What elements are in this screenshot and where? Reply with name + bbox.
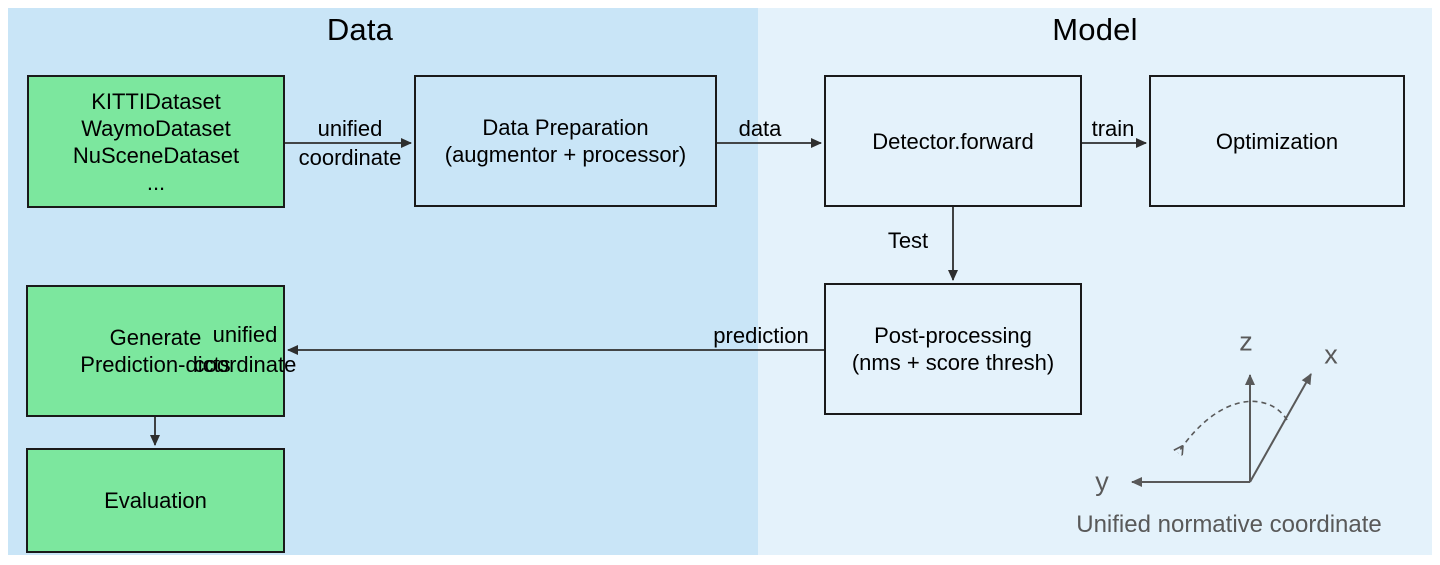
post-processing-box-line: (nms + score thresh) — [851, 350, 1055, 375]
post-processing-box: Post-processing (nms + score thresh) — [824, 283, 1082, 415]
data-preparation-box-line: Data Preparation — [482, 115, 649, 140]
detector-forward-box-line: Detector.forward — [872, 128, 1034, 154]
edge-label-unified-out: unified — [212, 322, 278, 347]
axis-label-z: z — [1239, 326, 1253, 357]
edge-label-unified-in: unified — [317, 116, 383, 141]
generate-prediction-dicts-box-line: Generate — [109, 325, 202, 350]
data-preparation-box: Data Preparation (augmentor + processor) — [414, 75, 717, 207]
evaluation-box-line: Evaluation — [104, 488, 207, 513]
data-preparation-box-line: (augmentor + processor) — [444, 142, 687, 167]
datasets-box-line: ... — [146, 169, 166, 195]
edge-label-data: data — [738, 116, 782, 141]
generate-prediction-dicts-box-line: Prediction-dicts — [80, 352, 231, 377]
datasets-box-line: WaymoDataset — [81, 115, 231, 141]
axis-label-x: x — [1324, 339, 1338, 370]
edge-label-train: train — [1091, 116, 1135, 141]
model-section-title: Model — [1052, 12, 1138, 47]
datasets-box-line: NuSceneDataset — [72, 142, 240, 168]
datasets-box-line: KITTIDataset — [91, 88, 221, 114]
edge-label-test: Test — [887, 228, 929, 253]
generate-prediction-dicts-box: Generate Prediction-dicts — [26, 285, 285, 417]
edge-label-prediction: prediction — [713, 323, 809, 348]
model-section-background — [758, 8, 1432, 555]
datasets-box: KITTIDataset WaymoDataset NuSceneDataset… — [27, 75, 285, 208]
detector-forward-box: Detector.forward — [824, 75, 1082, 207]
optimization-box-line: Optimization — [1215, 128, 1339, 154]
evaluation-box: Evaluation — [26, 448, 285, 553]
post-processing-box-line: Post-processing — [874, 323, 1032, 348]
edge-label-coordinate-out: coordinate — [193, 352, 297, 377]
optimization-box: Optimization — [1149, 75, 1405, 207]
data-section-title: Data — [326, 12, 394, 47]
axes-caption: Unified normative coordinate — [1076, 511, 1382, 538]
axis-label-y: y — [1095, 466, 1109, 497]
edge-label-coordinate-in: coordinate — [298, 145, 402, 170]
